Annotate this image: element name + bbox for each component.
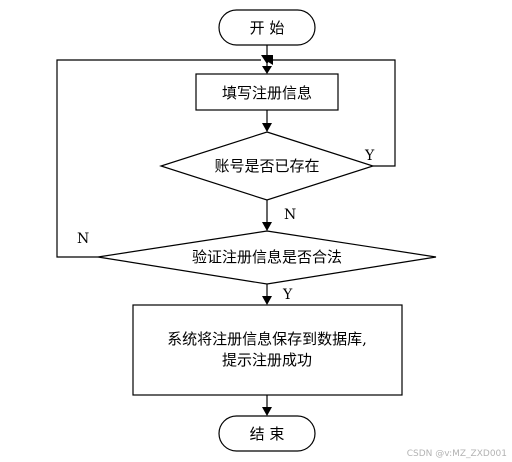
save-db-box [132, 304, 403, 396]
process-fill-info: 填写注册信息 [195, 73, 339, 111]
arrow-loop-yes [265, 55, 273, 65]
decision1-no-label: N [284, 207, 296, 223]
process-save-db: 系统将注册信息保存到数据库, 提示注册成功 [132, 304, 403, 396]
save-db-line2: 提示注册成功 [222, 351, 312, 369]
arrow-to-decision1 [262, 123, 272, 132]
decision1-yes-label: Y [364, 148, 375, 164]
start-label: 开 始 [250, 19, 285, 37]
decision2-label: 验证注册信息是否合法 [192, 248, 342, 266]
arrow-to-fill [262, 66, 272, 74]
start-terminator: 开 始 [218, 9, 316, 46]
arrow-to-decision2 [262, 222, 272, 231]
end-shape [218, 415, 316, 452]
save-db-line1: 系统将注册信息保存到数据库, [167, 330, 367, 348]
arrow-to-end [262, 407, 272, 416]
end-terminator: 结 束 [218, 415, 316, 452]
decision2-yes-label: Y [282, 287, 293, 303]
decision1-label: 账号是否已存在 [214, 157, 319, 175]
decision-account-exists: 账号是否已存在 [159, 131, 375, 201]
arrow-to-save [262, 296, 272, 305]
loop-yes-right [273, 59, 396, 167]
end-label: 结 束 [250, 425, 285, 443]
fill-info-label: 填写注册信息 [222, 84, 312, 102]
watermark: CSDN @v:MZ_ZXD001 [407, 449, 507, 459]
decision-validate-info: 验证注册信息是否合法 [97, 230, 437, 285]
loop-no-left [56, 59, 261, 258]
decision2-no-label: N [77, 231, 89, 247]
